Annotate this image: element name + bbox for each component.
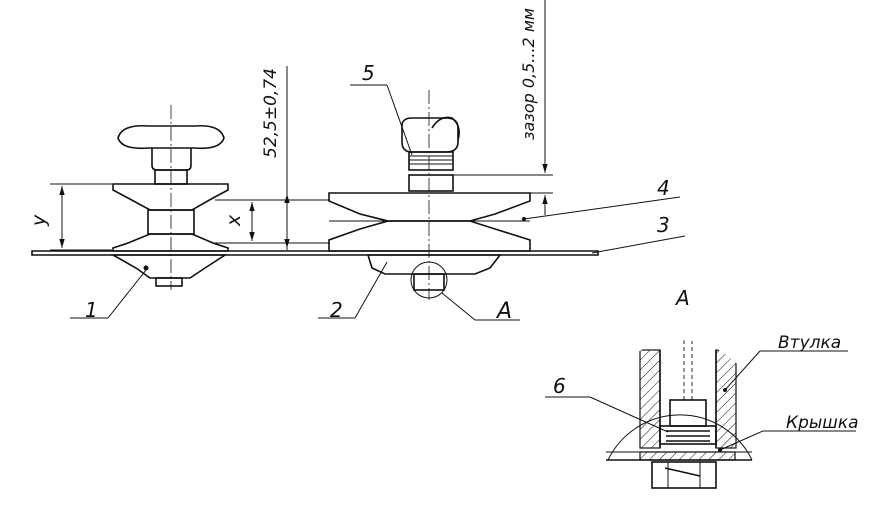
callout-6: 6 [553, 374, 566, 398]
leader-lines [70, 84, 686, 321]
callout-1: 1 [85, 298, 98, 322]
dim-x-label: x [223, 214, 245, 227]
callout-3: 3 [657, 213, 670, 237]
left-pulley-assembly [109, 105, 229, 290]
dim-gap-label: зазор 0,5...2 мм [519, 8, 538, 140]
callout-2: 2 [330, 298, 343, 322]
dim-height-label: 52,5±0,74 [261, 68, 281, 158]
dim-y-label: y [28, 214, 50, 227]
callout-5: 5 [362, 61, 375, 85]
bushing-label: Втулка [778, 333, 841, 353]
detail-leaders [545, 350, 856, 452]
cover-label: Крышка [786, 413, 859, 433]
dimension-lines [50, 0, 553, 251]
callout-4: 4 [657, 176, 670, 200]
detail-view-a [606, 340, 753, 489]
right-pulley-assembly [328, 90, 531, 300]
view-a-title: A [674, 286, 690, 310]
view-a-marker: A [495, 299, 512, 324]
